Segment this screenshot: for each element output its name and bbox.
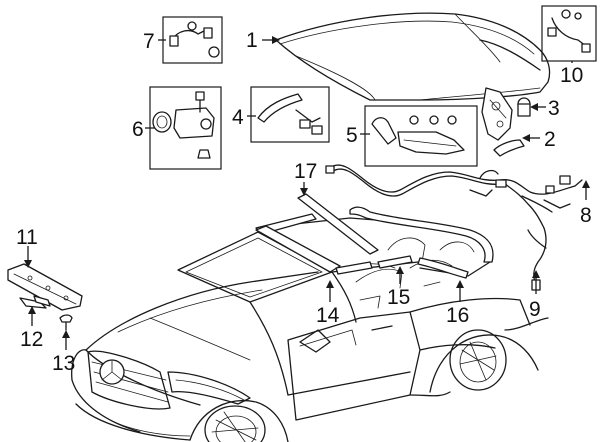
callout-14: 14 — [316, 304, 340, 327]
callout-17: 17 — [294, 160, 317, 183]
callout-15: 15 — [387, 286, 410, 309]
part-5-box — [364, 105, 478, 167]
callout-labels: 1 2 3 4 5 6 7 8 9 10 11 12 13 14 15 16 1… — [16, 29, 592, 375]
car-body — [71, 217, 549, 442]
callout-7: 7 — [143, 30, 155, 53]
callout-4: 4 — [232, 106, 244, 129]
callout-12: 12 — [20, 328, 43, 351]
soft-top — [275, 12, 551, 101]
leader-lines — [24, 36, 590, 350]
callout-16: 16 — [446, 304, 469, 327]
callout-6: 6 — [132, 118, 144, 141]
part-7-box — [162, 16, 223, 64]
callout-8: 8 — [580, 204, 592, 227]
top-linkage — [481, 87, 531, 157]
trim-parts-left — [7, 263, 83, 331]
callout-5: 5 — [346, 124, 358, 147]
callout-9: 9 — [529, 298, 541, 321]
part-10-box — [541, 5, 597, 62]
callout-2: 2 — [544, 128, 556, 151]
part-6-box — [149, 86, 222, 170]
callout-13: 13 — [52, 352, 75, 375]
part-4-box — [250, 86, 330, 143]
callout-11: 11 — [16, 226, 38, 249]
callout-3: 3 — [548, 97, 560, 120]
callout-1: 1 — [246, 29, 258, 52]
weatherstrip-seals — [255, 193, 494, 279]
callout-10: 10 — [560, 64, 583, 87]
